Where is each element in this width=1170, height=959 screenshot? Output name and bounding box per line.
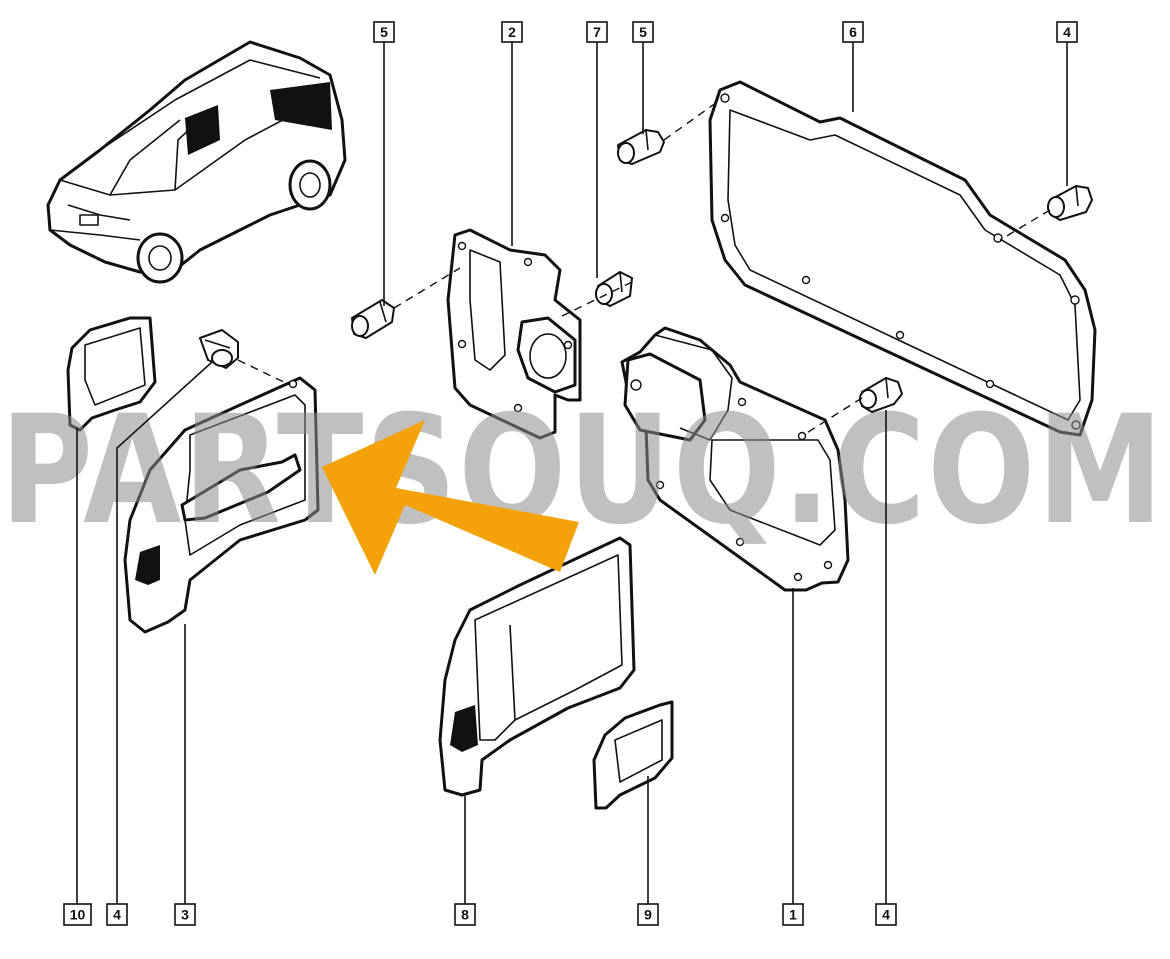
clip-part-4-top-right — [1047, 185, 1093, 221]
clip-part-5-right — [617, 129, 665, 165]
svg-text:4: 4 — [1063, 24, 1071, 40]
svg-text:7: 7 — [593, 24, 601, 40]
svg-text:6: 6 — [849, 24, 857, 40]
orange-arrow — [322, 420, 579, 575]
svg-text:9: 9 — [644, 907, 652, 923]
part-1-panel — [620, 326, 850, 592]
callout-4-bottom-left: 4 — [106, 903, 128, 926]
svg-text:4: 4 — [882, 907, 890, 923]
alignment-lines — [237, 99, 1051, 435]
part-6-panel — [708, 80, 1097, 437]
clip-part-5-left — [351, 299, 395, 339]
svg-text:10: 10 — [70, 907, 86, 923]
svg-text:5: 5 — [380, 24, 388, 40]
part-8-panel — [438, 536, 636, 797]
callout-7: 7 — [586, 21, 608, 43]
callout-1: 1 — [782, 903, 804, 926]
callout-4-top: 4 — [1056, 21, 1078, 43]
callout-10: 10 — [63, 903, 92, 926]
part-10-bracket — [66, 316, 157, 432]
part-2-panel — [446, 228, 582, 440]
callouts-bottom: 10 4 3 8 9 1 4 — [63, 903, 897, 926]
leader-lines — [76, 42, 1068, 904]
clip-part-4-left — [199, 329, 239, 369]
callout-2: 2 — [501, 21, 523, 43]
svg-text:8: 8 — [461, 907, 469, 923]
clip-part-7 — [595, 271, 633, 307]
vehicle-overview-illustration — [46, 40, 347, 284]
callout-9: 9 — [637, 903, 659, 926]
svg-text:1: 1 — [789, 907, 797, 923]
callout-6: 6 — [842, 21, 864, 43]
callout-5-top-left: 5 — [373, 21, 395, 43]
svg-text:5: 5 — [639, 24, 647, 40]
callout-4-bottom-right: 4 — [875, 903, 897, 926]
svg-text:4: 4 — [113, 907, 121, 923]
part-9-bracket — [592, 700, 674, 810]
svg-text:2: 2 — [508, 24, 516, 40]
callout-3: 3 — [174, 903, 196, 926]
svg-text:3: 3 — [181, 907, 189, 923]
part-3-panel — [123, 376, 320, 634]
watermark-text: PARTSOUQ.COM — [0, 384, 1165, 558]
callouts-top: 5 2 7 5 6 4 — [373, 21, 1078, 43]
callout-5-top-right: 5 — [632, 21, 654, 43]
callout-8: 8 — [454, 903, 476, 926]
